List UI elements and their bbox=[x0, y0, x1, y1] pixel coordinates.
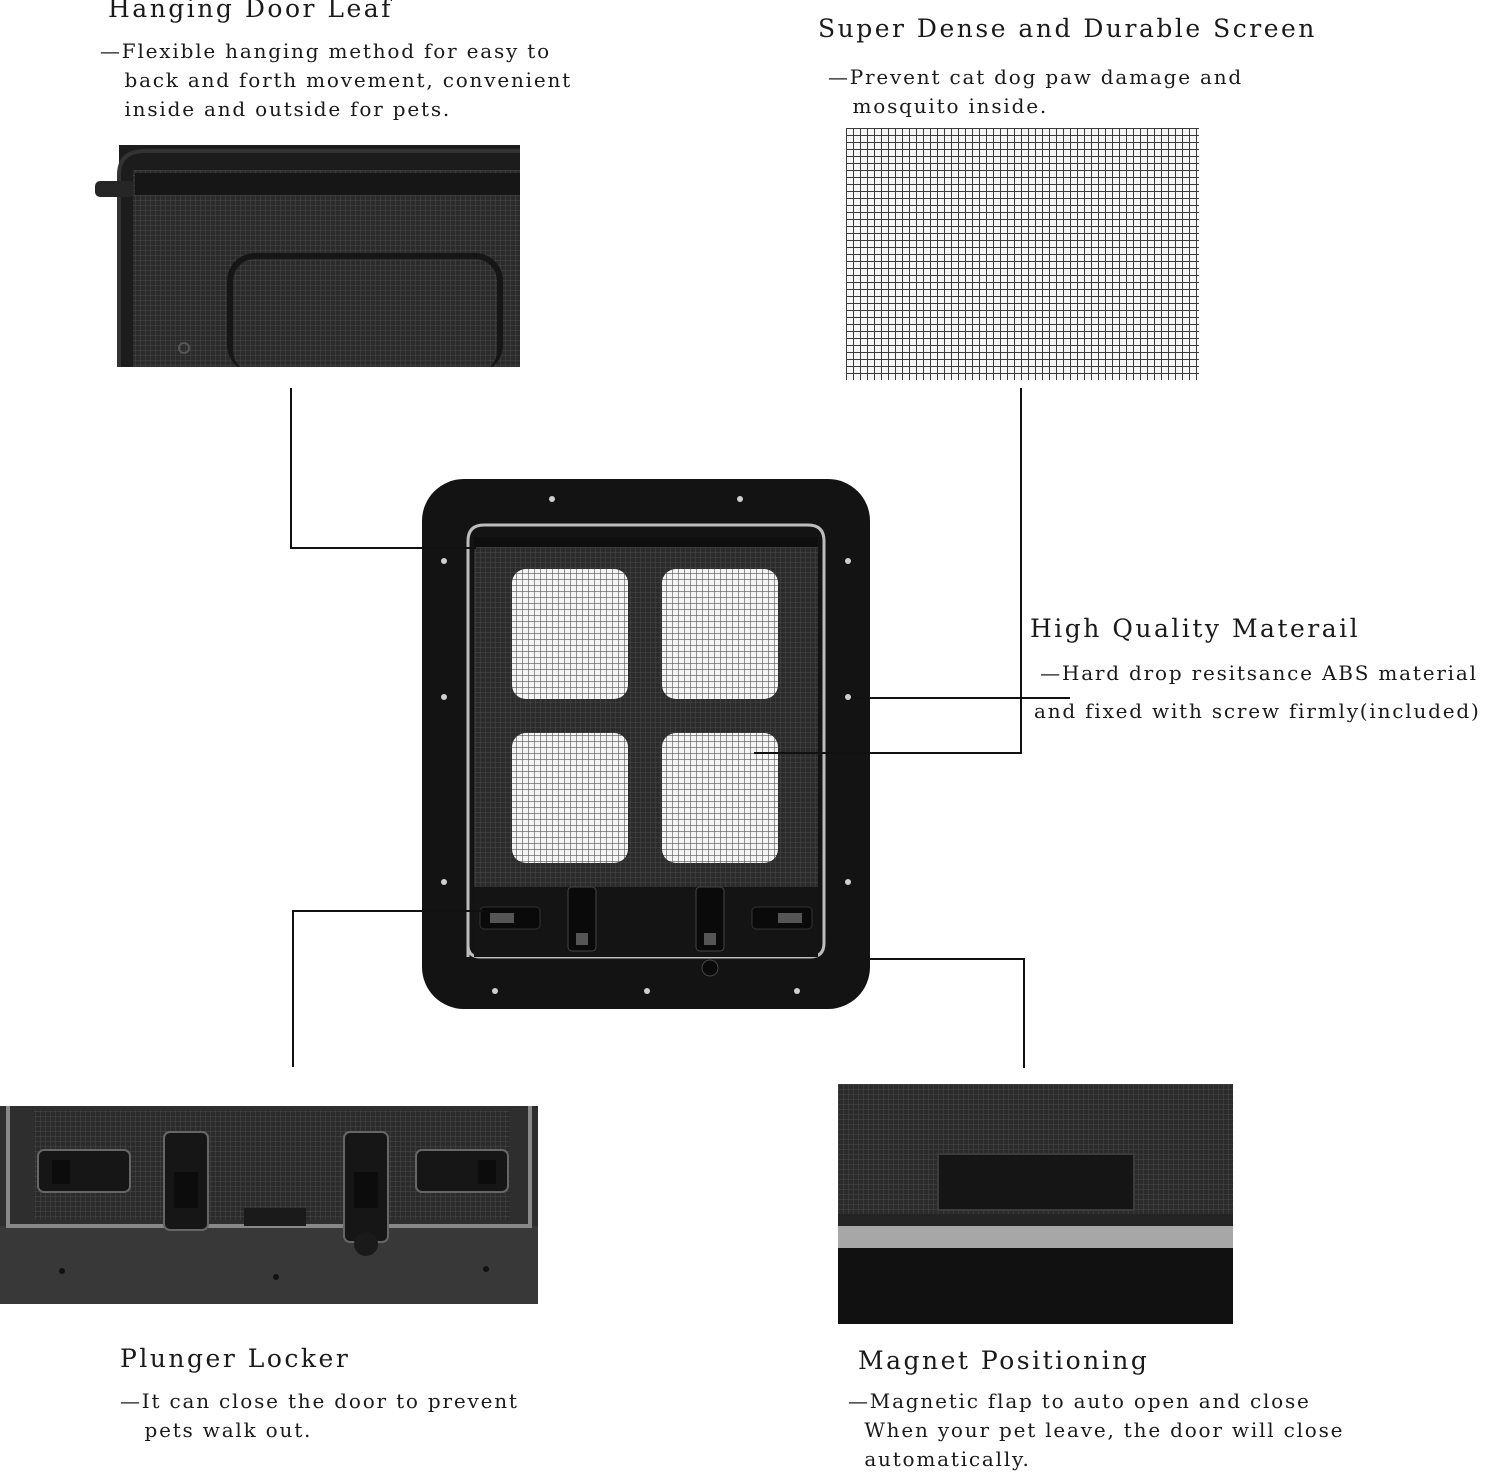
feature-durable-screen: Super Dense and Durable Screen —Prevent … bbox=[818, 14, 1317, 121]
feature-plunger-locker: Plunger Locker —It can close the door to… bbox=[120, 1344, 519, 1445]
feature-title: Hanging Door Leaf bbox=[108, 0, 393, 23]
callout-line-plunger bbox=[292, 910, 484, 912]
callout-line-screen bbox=[754, 752, 1022, 754]
feature-title: Plunger Locker bbox=[120, 1344, 351, 1373]
feature-material: High Quality Materail —Hard drop resitsa… bbox=[1030, 614, 1479, 726]
callout-line-magnet bbox=[866, 958, 1024, 960]
feature-description: —It can close the door to prevent pets w… bbox=[120, 1389, 519, 1442]
callout-line-plunger bbox=[292, 910, 294, 1067]
feature-title: Magnet Positioning bbox=[858, 1346, 1150, 1375]
pet-door-main-photo bbox=[422, 479, 870, 1009]
feature-magnet-positioning: Magnet Positioning —Magnetic flap to aut… bbox=[848, 1346, 1344, 1474]
feature-hanging-door-leaf: Hanging Door Leaf —Flexible hanging meth… bbox=[100, 0, 572, 124]
feature-description-line2: and fixed with screw firmly(included) bbox=[1034, 699, 1481, 723]
callout-line-hanging bbox=[290, 547, 476, 549]
callout-line-screen bbox=[1020, 388, 1022, 753]
callout-line-magnet bbox=[1023, 958, 1025, 1068]
magnet-positioning-photo bbox=[838, 1084, 1233, 1324]
feature-title: Super Dense and Durable Screen bbox=[818, 14, 1317, 43]
hanging-door-leaf-photo bbox=[95, 145, 520, 367]
feature-title: High Quality Materail bbox=[1030, 614, 1361, 643]
callout-line-hanging bbox=[290, 388, 292, 548]
callout-line-material bbox=[852, 697, 1070, 699]
feature-description: —Prevent cat dog paw damage and mosquito… bbox=[828, 65, 1244, 118]
feature-description-line1: —Hard drop resitsance ABS material bbox=[1032, 661, 1478, 685]
plunger-locker-photo bbox=[0, 1106, 538, 1304]
feature-description: —Magnetic flap to auto open and close Wh… bbox=[848, 1389, 1345, 1471]
feature-description: —Flexible hanging method for easy to bac… bbox=[100, 39, 572, 121]
dense-screen-photo bbox=[846, 128, 1199, 380]
